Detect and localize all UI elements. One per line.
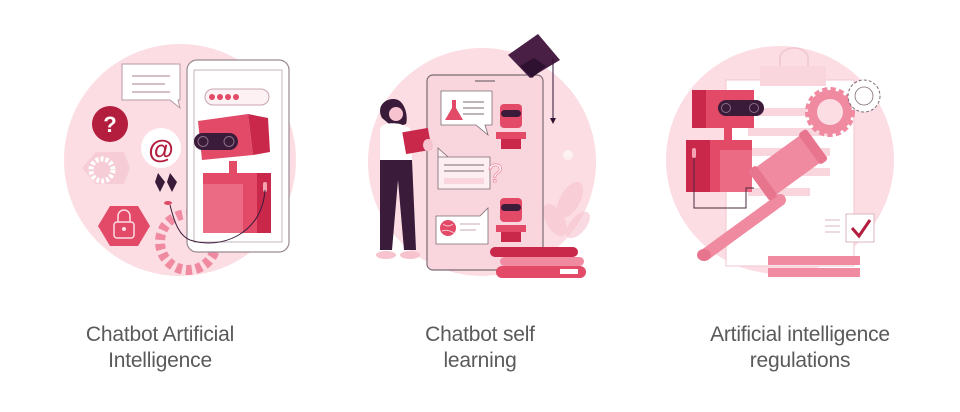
woman-with-tablet-icon — [376, 99, 433, 259]
graduation-cap-icon — [508, 34, 560, 124]
lock-icon — [98, 206, 150, 246]
caption-line-1: Chatbot self — [425, 323, 535, 346]
caption-line-2: learning — [443, 349, 517, 372]
chatbot-self-learning-illustration: ? — [368, 34, 596, 278]
caption-chatbot-self-learning: Chatbot self learning — [320, 322, 640, 374]
gear-icon — [82, 152, 130, 184]
question-mark-icon: ? — [488, 158, 502, 188]
chat-bubble-icon — [435, 207, 489, 245]
panel-chatbot-ai: ? @ — [0, 0, 320, 412]
gear-icon — [847, 79, 881, 113]
at-sign-icon: @ — [141, 128, 181, 168]
caption-line-2: regulations — [749, 349, 851, 372]
robot-head-icon — [496, 198, 526, 242]
gear-icon — [805, 87, 855, 137]
caption-chatbot-ai: Chatbot Artificial Intelligence — [0, 322, 320, 374]
chat-bubble-icon — [440, 90, 493, 137]
plant-leaves-icon — [543, 150, 590, 239]
robot-arm-icon — [155, 173, 266, 244]
panel-chatbot-self-learning: ? — [320, 0, 640, 412]
robot-head-icon — [496, 104, 526, 149]
caption-line-1: Chatbot Artificial — [85, 323, 235, 346]
chatbot-ai-illustration: ? @ — [64, 44, 296, 276]
question-mark-icon: ? — [92, 106, 128, 142]
caption-line-2: Intelligence — [108, 349, 212, 372]
svg-text:@: @ — [148, 134, 173, 164]
chat-bubble-icon — [437, 147, 491, 190]
stand-base-icon — [768, 256, 860, 277]
ai-regulations-illustration — [666, 46, 894, 277]
panel-ai-regulations: Artificial intelligence regulations — [640, 0, 960, 412]
chat-bubble-icon — [121, 63, 181, 110]
svg-text:?: ? — [103, 112, 116, 137]
caption-line-1: Artificial intelligence — [710, 323, 890, 346]
password-field-icon — [204, 88, 270, 106]
robot-icon — [194, 114, 271, 233]
caption-ai-regulations: Artificial intelligence regulations — [640, 322, 960, 374]
books-stack-icon — [490, 247, 586, 278]
gavel-icon — [697, 129, 828, 261]
robot-icon — [686, 90, 764, 209]
globe-icon — [440, 220, 456, 236]
checkbox-check-icon — [825, 213, 875, 243]
flask-icon — [445, 100, 463, 120]
